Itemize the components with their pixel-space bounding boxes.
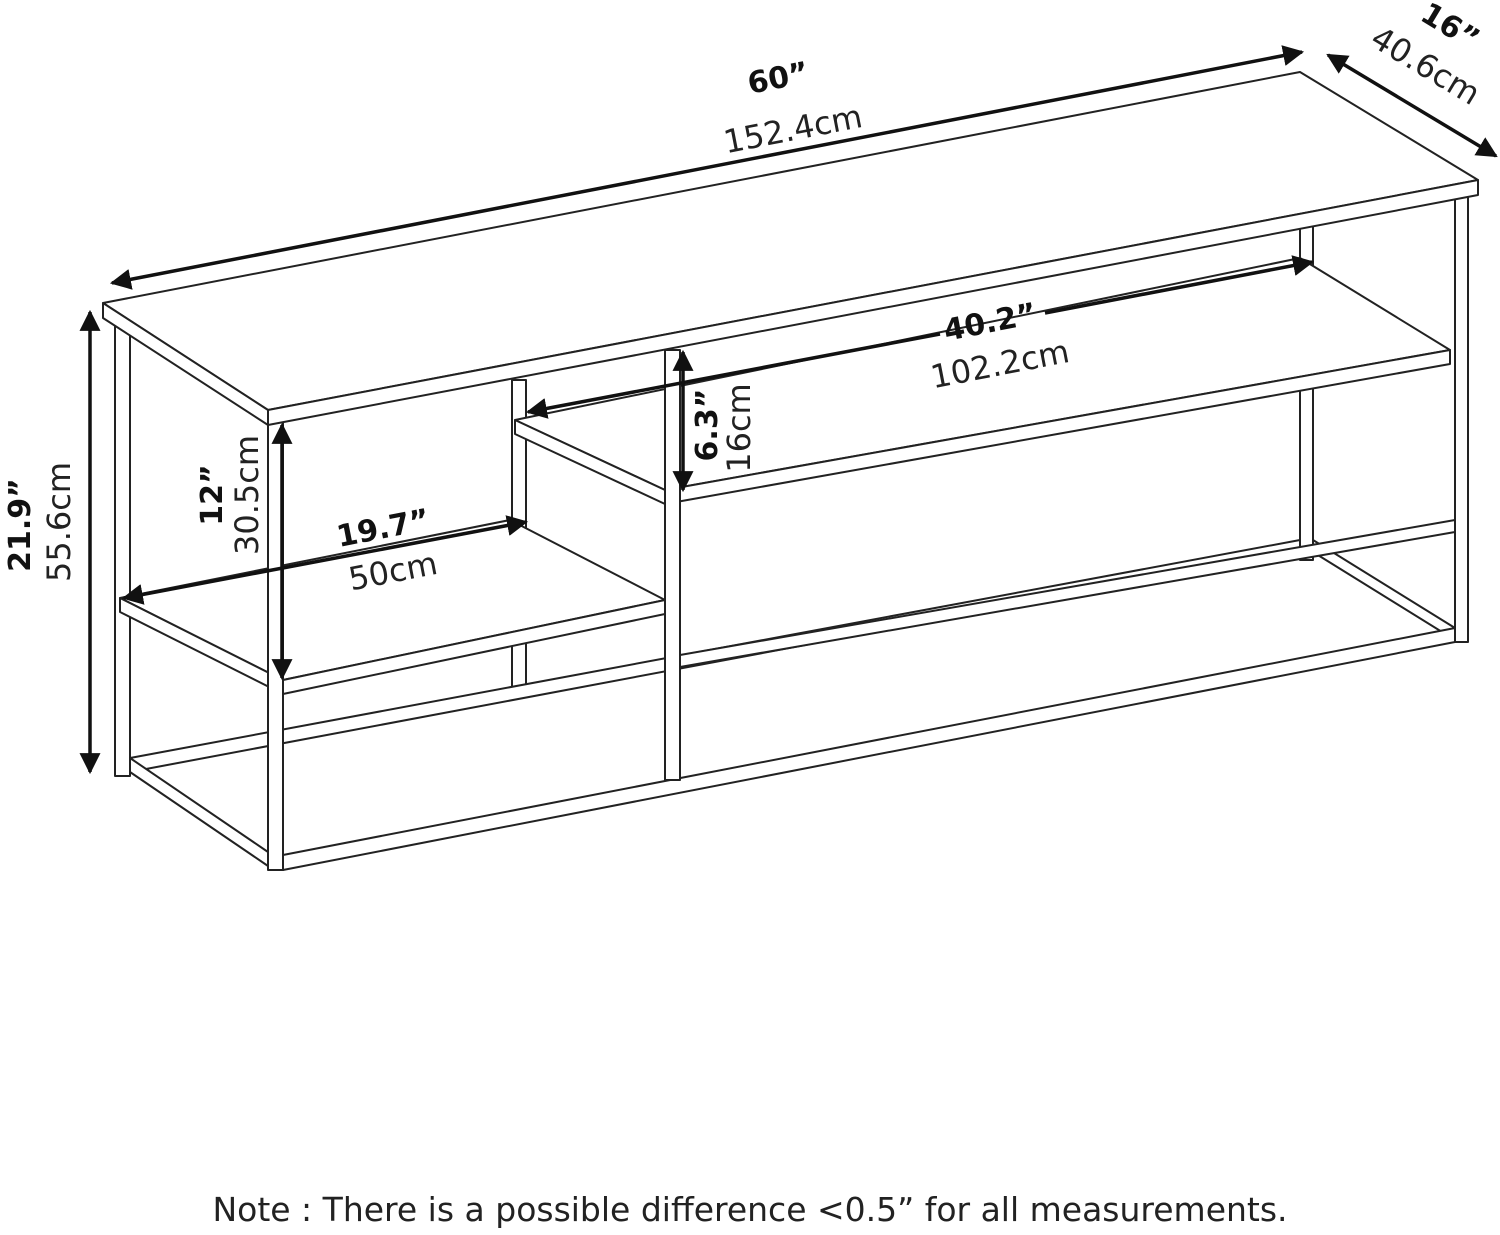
height-cm: 55.6cm (40, 462, 78, 582)
upper-shelf-arrow-left (525, 332, 941, 419)
left-back-post (114, 317, 131, 777)
dimension-arrows (79, 45, 1498, 775)
right-front-post (1454, 191, 1469, 643)
middle-rail (679, 519, 1456, 668)
bottom-front-rail (282, 627, 1456, 871)
left-shelf-arrow (121, 515, 529, 605)
middle-post (664, 349, 681, 781)
stand-frame (102, 71, 1479, 871)
depth-arrow (1326, 53, 1498, 158)
upper-clearance-in: 6.3” (690, 389, 725, 462)
height-in: 21.9” (3, 478, 38, 572)
upper-clearance-cm: 16cm (720, 383, 758, 472)
width-arrow (109, 45, 1305, 290)
bottom-right-rail (1312, 539, 1456, 641)
left-clearance-cm: 30.5cm (228, 435, 266, 555)
measurement-note: Note : There is a possible difference <0… (212, 1190, 1288, 1229)
upper-shelf-arrow-right (1044, 255, 1315, 315)
width-in: 60” (745, 56, 812, 102)
bottom-left-rail (129, 757, 269, 867)
left-clearance-in: 12” (195, 464, 230, 525)
